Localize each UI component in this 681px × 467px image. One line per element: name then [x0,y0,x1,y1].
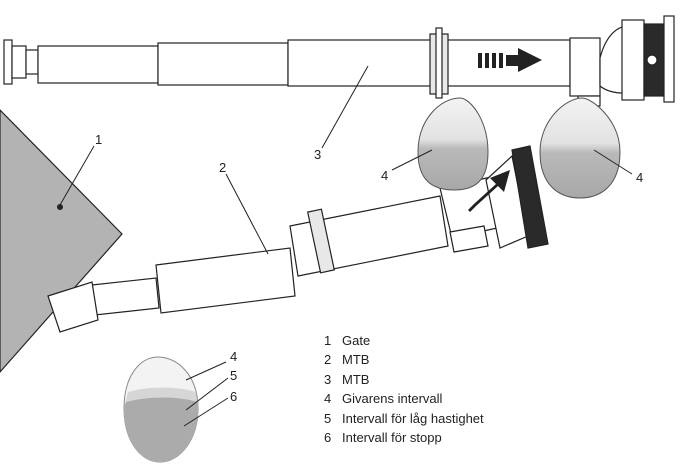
callout-gate: 1 [95,132,102,147]
leader-lines [59,65,633,427]
sensor-zone-right [539,97,621,199]
callout-mtb-lower: 2 [219,160,226,175]
direction-arrow-icon [478,48,542,72]
callout-mtb-upper: 3 [314,147,321,162]
lower-clamp [306,208,336,274]
inset-label-4: 4 [230,349,237,364]
sensor-zone-left [417,97,489,191]
callout-sensor-right: 4 [636,170,643,185]
gate-marker [57,204,63,210]
upper-mtb [3,15,675,107]
direction-arrow-icon [468,170,510,212]
inset-zone [123,356,199,463]
callout-sensor-left: 4 [381,168,388,183]
inset-label-6: 6 [230,389,237,404]
gate-shape [0,109,123,373]
inset-label-5: 5 [230,368,237,383]
